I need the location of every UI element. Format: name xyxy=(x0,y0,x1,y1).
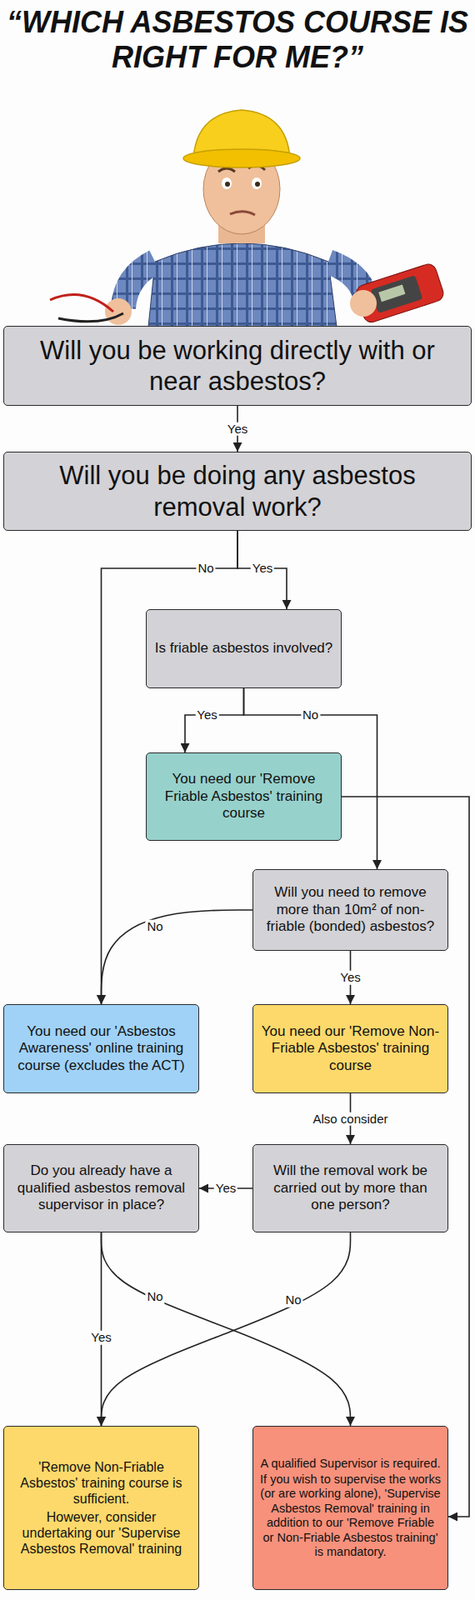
pupil xyxy=(225,181,230,187)
shirt xyxy=(148,243,337,327)
box-text: Will the removal work be carried out by … xyxy=(260,1162,441,1214)
eyebrow xyxy=(218,168,235,172)
edge-label: No xyxy=(145,1290,165,1305)
course-box: You need our 'Remove Non-Friable Asbesto… xyxy=(252,1004,449,1094)
probe-wire xyxy=(58,313,124,322)
edge-label: No xyxy=(145,920,165,935)
edge-label: No xyxy=(195,561,215,576)
outcome-box: A qualified Supervisor is required.If yo… xyxy=(252,1425,449,1590)
flow-connector xyxy=(237,530,287,610)
question-box: Do you already have a qualified asbestos… xyxy=(3,1144,200,1233)
edge-label: Yes xyxy=(89,1330,113,1345)
edge-label: Yes xyxy=(195,708,219,723)
eye xyxy=(221,177,232,190)
box-text: If you wish to supervise the works (or a… xyxy=(260,1472,441,1560)
box-text: However, consider undertaking our 'Super… xyxy=(10,1509,192,1558)
box-text: Is friable asbestos involved? xyxy=(155,640,334,657)
box-text: Will you be doing any asbestos removal w… xyxy=(10,460,465,522)
edge-label: Yes xyxy=(214,1181,238,1196)
question-box: Is friable asbestos involved? xyxy=(145,609,342,689)
box-text: Will you be working directly with or nea… xyxy=(10,335,465,397)
flow-connector xyxy=(100,1232,103,1426)
edge-label: Yes xyxy=(338,970,362,985)
box-text: Will you need to remove more than 10m² o… xyxy=(260,884,441,935)
pupil xyxy=(255,181,260,187)
multimeter-display xyxy=(378,284,405,302)
box-text: Do you already have a qualified asbestos… xyxy=(10,1162,192,1214)
edge-label: Also consider xyxy=(310,1111,390,1126)
box-text: You need our 'Remove Non-Friable Asbesto… xyxy=(260,1023,441,1075)
box-text: You need our 'Remove Friable Asbestos' t… xyxy=(153,770,335,822)
hand xyxy=(105,298,132,325)
box-text: 'Remove Non-Friable Asbestos' training c… xyxy=(10,1459,192,1508)
course-box: You need our 'Asbestos Awareness' online… xyxy=(3,1004,200,1094)
worker-illustration xyxy=(0,76,475,327)
hand xyxy=(350,290,377,317)
edge-label: No xyxy=(300,708,320,723)
question-box: Will the removal work be carried out by … xyxy=(252,1144,449,1233)
outcome-box: 'Remove Non-Friable Asbestos' training c… xyxy=(3,1425,200,1590)
probe-wire xyxy=(50,295,114,312)
flow-connector xyxy=(101,1232,351,1426)
mouth xyxy=(230,211,255,215)
question-box: Will you be doing any asbestos removal w… xyxy=(3,451,472,531)
flow-connector xyxy=(185,688,245,753)
flow-connector xyxy=(101,910,254,1005)
chart-title: “WHICH ASBESTOS COURSE IS RIGHT FOR ME?” xyxy=(4,5,471,76)
box-text: A qualified Supervisor is required. xyxy=(260,1456,440,1471)
arm xyxy=(123,261,155,309)
eye xyxy=(251,177,262,190)
question-box: Will you be working directly with or nea… xyxy=(3,325,472,406)
box-text: You need our 'Asbestos Awareness' online… xyxy=(10,1023,192,1075)
hat-brim xyxy=(183,149,300,168)
edge-label: No xyxy=(283,1293,303,1308)
flow-connector xyxy=(101,1232,351,1426)
question-box: Will you need to remove more than 10m² o… xyxy=(252,869,449,951)
multimeter-face xyxy=(370,275,424,314)
edge-label: Yes xyxy=(250,561,275,576)
course-box: You need our 'Remove Friable Asbestos' t… xyxy=(145,752,342,841)
edge-label: Yes xyxy=(225,421,250,436)
